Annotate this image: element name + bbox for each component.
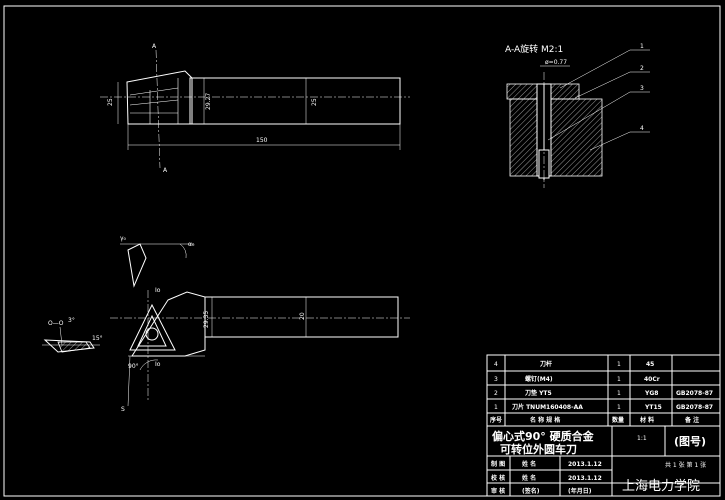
bom-row3-note: GB2078-87 <box>676 390 713 397</box>
bom-row1-name: 刀杆 <box>540 360 552 368</box>
side-angle: 3° <box>68 317 75 324</box>
dim-height-mid: 29.27 <box>205 93 212 110</box>
dim-height-left: 25 <box>107 98 114 106</box>
bom-row4-no: 1 <box>494 404 498 411</box>
bom-row1-material: 45 <box>646 361 654 368</box>
bottom-view: Io Io S 90° 29.35 20 γ₀ α₀ <box>110 235 410 413</box>
bom-row3-material: YG8 <box>644 390 658 397</box>
drawing-number: (图号) <box>674 435 706 448</box>
bom-row1-qty: 1 <box>617 361 621 368</box>
bom-row4-name: 刀片 TNUM160408-AA <box>512 403 583 411</box>
main-top-view: A A 25 29.27 25 150 <box>100 43 410 174</box>
bom-row4-note: GB2078-87 <box>676 404 713 411</box>
scale-value: 1:1 <box>637 435 647 442</box>
side-view: O—O 3° 15° <box>42 317 103 353</box>
bom-row4-qty: 1 <box>617 404 621 411</box>
bom-row4-material: YT15 <box>644 404 662 411</box>
bottom-angle-label: 90° <box>128 363 139 370</box>
row-approve: 审 核 <box>491 487 505 495</box>
bom-row2-material: 40Cr <box>644 376 660 383</box>
bom-row1-no: 4 <box>494 361 498 368</box>
balloon-4: 4 <box>640 125 644 132</box>
bom-row2-no: 3 <box>494 376 498 383</box>
balloon-leaders <box>547 49 650 151</box>
section-note: ø=0.77 <box>545 59 567 66</box>
date-2: 2013.1.12 <box>568 475 602 482</box>
date-1: 2013.1.12 <box>568 461 602 468</box>
label-o-o: O—O <box>48 320 64 327</box>
dim-20: 20 <box>299 312 306 320</box>
bom-row3-no: 2 <box>494 390 498 397</box>
name-1: 姓 名 <box>521 460 536 468</box>
bom-row3-qty: 1 <box>617 390 621 397</box>
bom-header-no: 序号 <box>489 416 502 424</box>
row-draw: 制 图 <box>491 460 505 468</box>
title-line2: 可转位外圆车刀 <box>500 442 577 456</box>
bom-row2-qty: 1 <box>617 376 621 383</box>
dim-height-right: 25 <box>311 98 318 106</box>
dim-overall-length: 150 <box>256 137 268 144</box>
balloon-1: 1 <box>640 43 644 50</box>
label-io-bottom: Io <box>155 361 161 368</box>
side-angle-2: 15° <box>92 335 103 342</box>
sheet-count: 共 1 张 第 1 张 <box>665 461 706 469</box>
balloon-2: 2 <box>640 65 644 72</box>
title-line1: 偏心式90° 硬质合金 <box>492 429 595 443</box>
row-check: 校 核 <box>491 474 505 482</box>
title-block: 4 刀杆 1 45 3 螺钉(M4) 1 40Cr 2 刀垫 YT5 1 YG8… <box>486 354 721 497</box>
label-io-top: Io <box>155 287 161 294</box>
section-title: A-A旋转 M2:1 <box>505 43 563 55</box>
label-s: S <box>121 406 125 413</box>
bom-row2-name: 螺钉(M4) <box>525 375 553 383</box>
bom-header-note: 备 注 <box>684 416 699 424</box>
bom-header-qty: 数量 <box>612 416 624 424</box>
label-alpha0: α₀ <box>188 241 195 248</box>
bom-header-name: 名 称 规 格 <box>530 416 561 424</box>
label-gamma: γ₀ <box>120 235 127 242</box>
bom-header-material: 材 料 <box>639 416 654 424</box>
section-view: A-A旋转 M2:1 ø=0.77 1 2 3 4 <box>505 43 650 188</box>
section-letter-bottom: A <box>163 167 168 174</box>
drawing-border <box>3 5 721 497</box>
section-letter-top: A <box>152 43 157 50</box>
bom-row3-name: 刀垫 YT5 <box>525 389 552 397</box>
sign-label: (签名) <box>522 487 540 495</box>
school-name: 上海电力学院 <box>622 478 700 494</box>
balloon-3: 3 <box>640 85 644 92</box>
date-label: (年月日) <box>568 487 592 495</box>
name-2: 姓 名 <box>521 474 536 482</box>
dim-29-35: 29.35 <box>203 311 210 328</box>
